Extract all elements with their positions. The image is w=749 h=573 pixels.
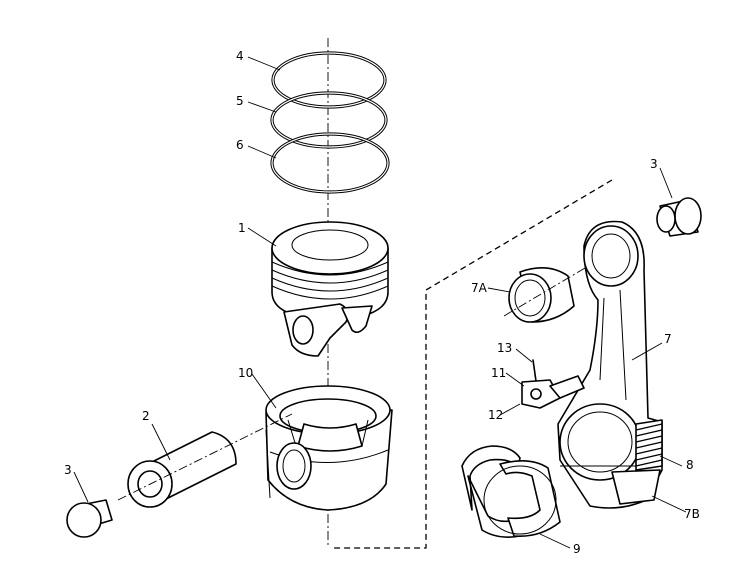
callout-7a: 7A [471, 281, 488, 295]
piston-ring-5 [270, 91, 388, 149]
callout-8: 8 [686, 458, 694, 472]
callout-4: 4 [236, 49, 244, 63]
callout-labels: 4 5 6 1 10 2 3 3 7A 7 13 11 12 8 7B 9 [64, 49, 700, 556]
rod-cap-bolt [635, 419, 663, 471]
callout-5: 5 [236, 94, 244, 108]
callout-13: 13 [497, 341, 512, 355]
retainer-plug-right [656, 197, 702, 237]
piston-pin [117, 413, 293, 508]
callout-10: 10 [238, 366, 253, 380]
piston-skirt [265, 385, 393, 511]
piston-crown [271, 221, 389, 357]
connecting-rod-bearing [461, 445, 561, 538]
callout-7: 7 [664, 332, 672, 346]
callout-2: 2 [142, 409, 150, 423]
callout-11: 11 [491, 366, 506, 380]
callout-9: 9 [573, 542, 581, 556]
piston-ring-6 [270, 132, 390, 194]
callout-12: 12 [488, 408, 503, 422]
callout-1: 1 [238, 221, 246, 235]
leader-lines [73, 56, 687, 549]
piston-ring-4 [271, 51, 387, 109]
piston-cooling-jet [521, 359, 585, 409]
callout-7b: 7B [684, 507, 700, 521]
callout-3-left: 3 [64, 463, 72, 477]
callout-3-right: 3 [650, 157, 658, 171]
callout-6: 6 [236, 138, 244, 152]
retainer-plug-left [66, 499, 113, 538]
